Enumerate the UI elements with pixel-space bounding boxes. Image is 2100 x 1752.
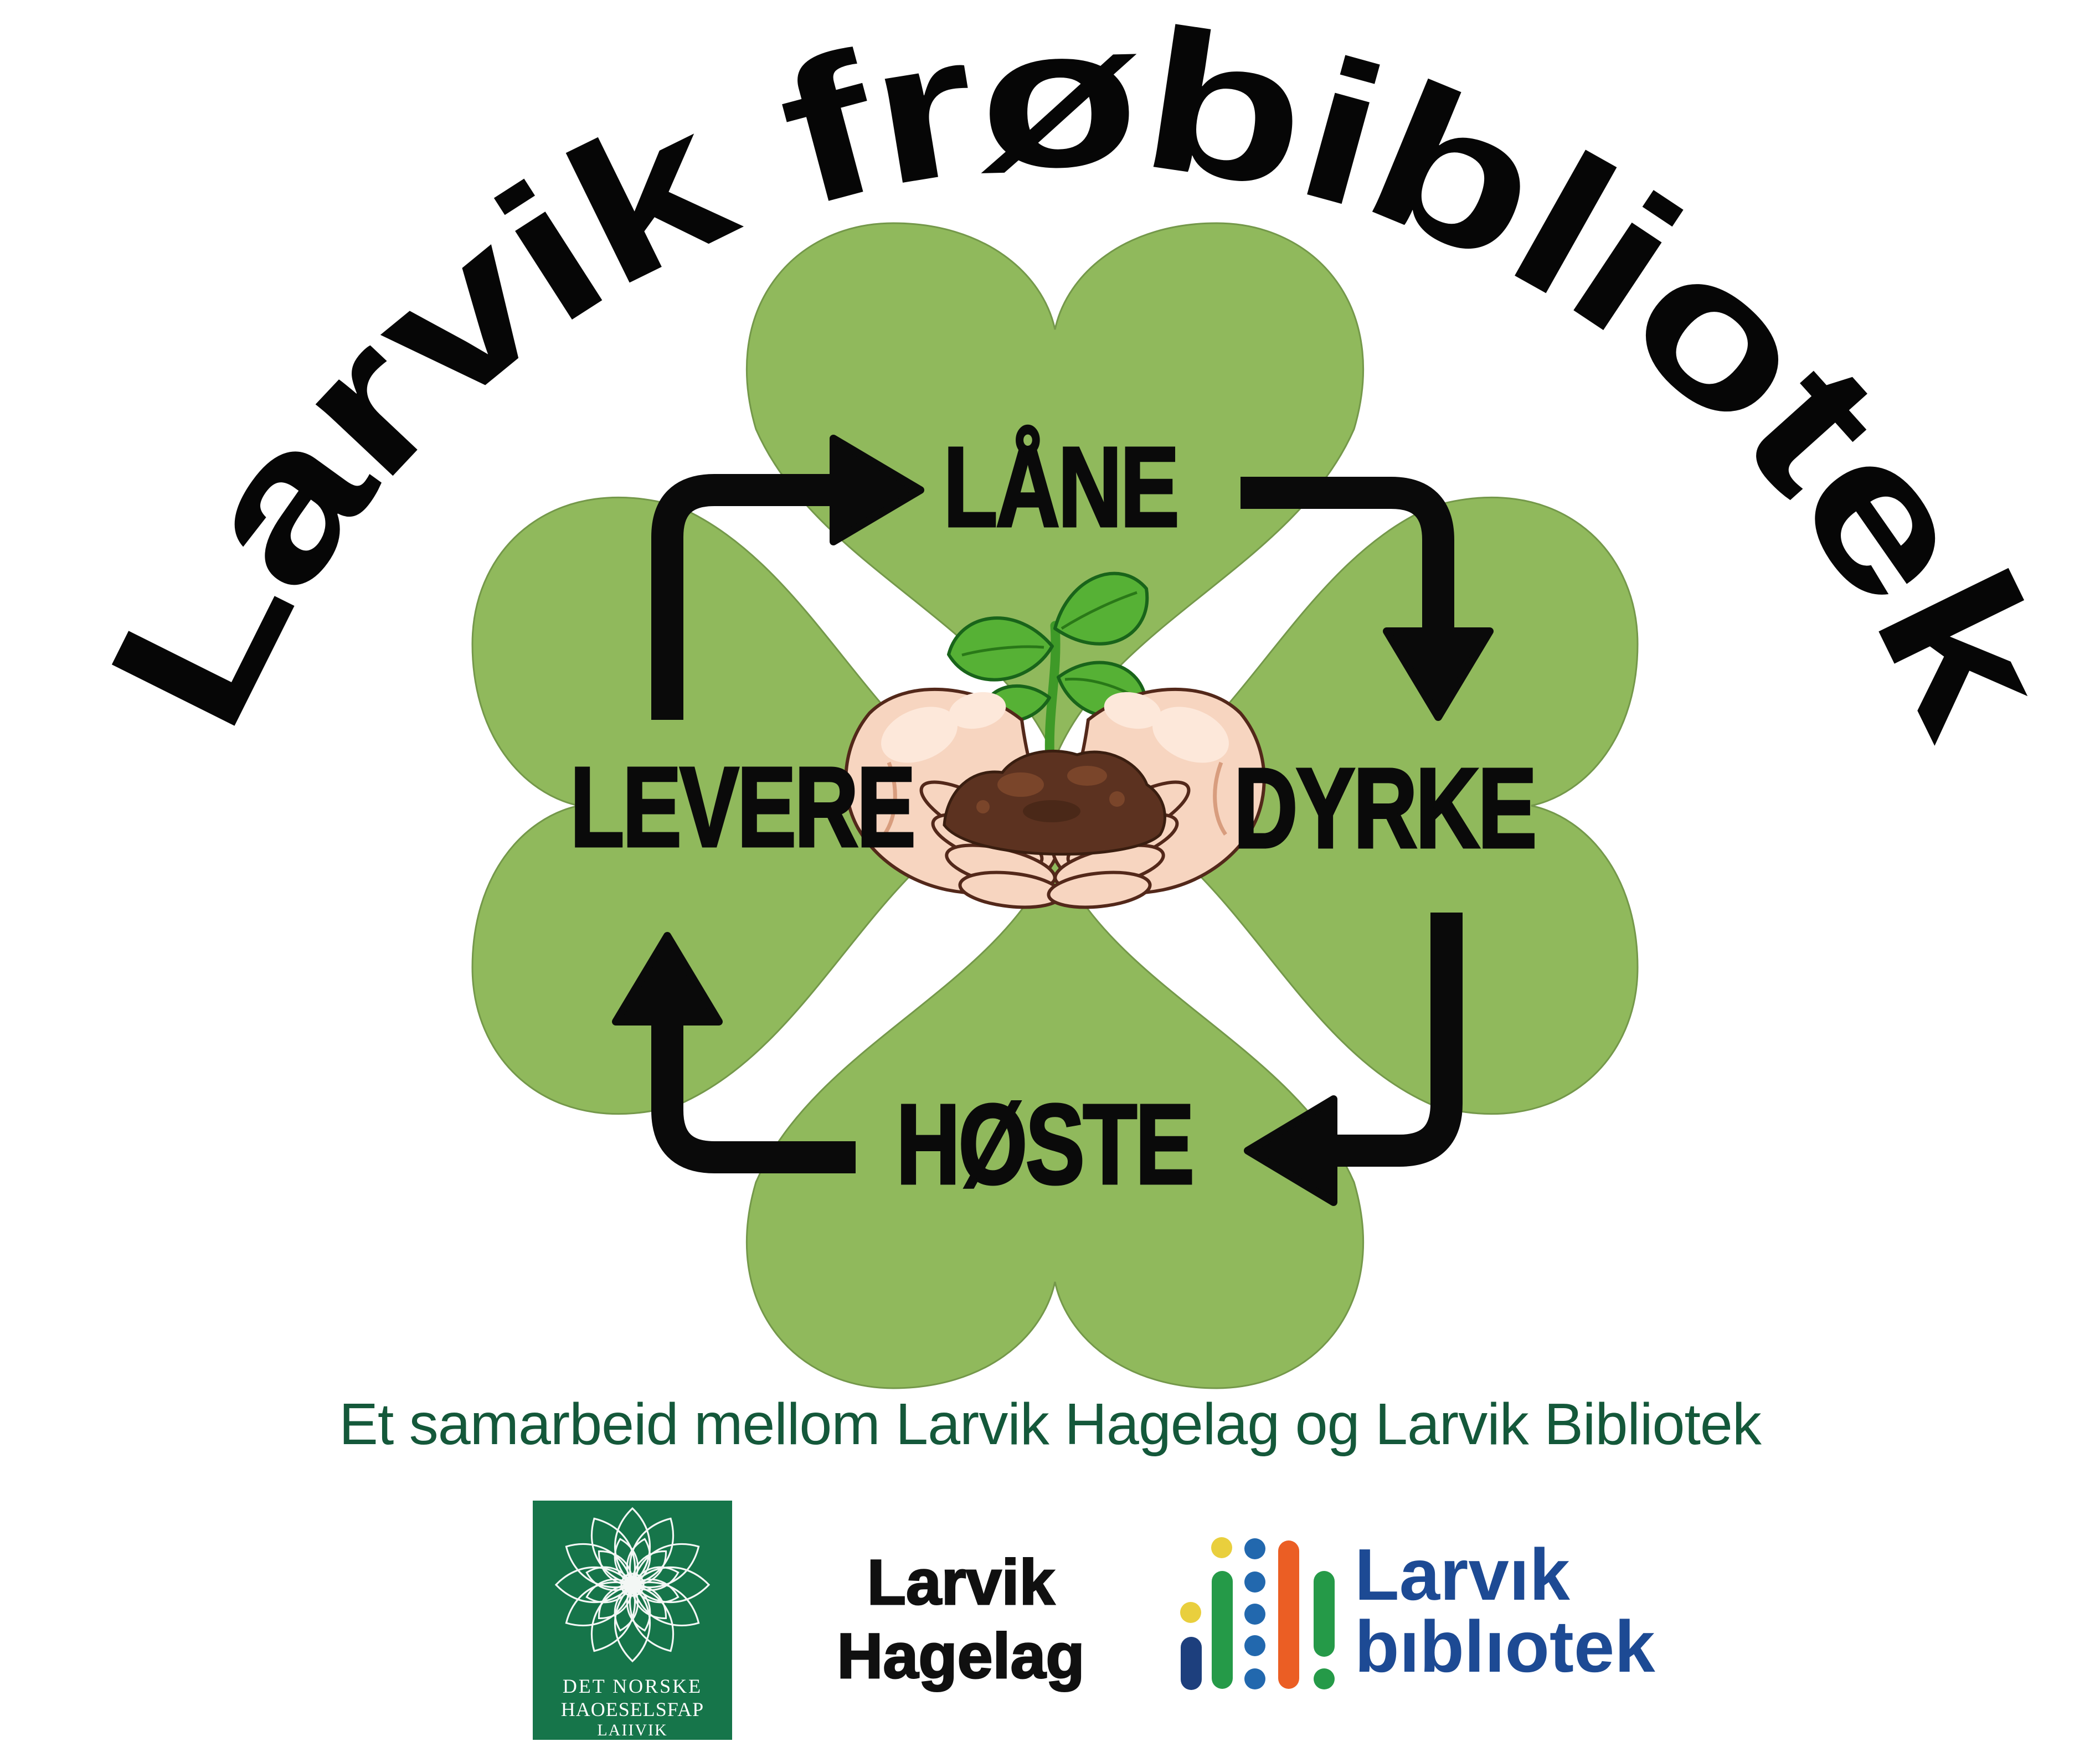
cycle-step-hoste: HØSTE	[895, 1080, 1195, 1209]
arrow-levere-to-lane	[651, 474, 833, 720]
arrowhead-down-icon	[1383, 627, 1494, 721]
emblem-line-1: DET NORSKE	[562, 1675, 703, 1697]
cycle-step-lane: LÅNE	[943, 422, 1181, 552]
partnership-text: Et samarbeid mellom Larvik Hagelag og La…	[339, 1392, 1762, 1457]
cycle-step-dyrke: DYRKE	[1233, 744, 1538, 873]
arrowhead-left-icon	[1244, 1095, 1337, 1206]
hagelag-name-line1: Larvik	[866, 1547, 1056, 1619]
hands-seedling-illustration	[844, 571, 1264, 912]
hagelag-emblem: DET NORSKE HAOESELSFAP LAIIVIK	[533, 1501, 732, 1740]
arrow-hoste-to-levere	[651, 1022, 856, 1173]
arrowhead-right-icon	[830, 435, 924, 545]
cycle-arrows	[651, 474, 1463, 1173]
arrow-dyrke-to-hoste	[1334, 913, 1463, 1167]
bibliotek-name-line1: Larvık	[1355, 1534, 1570, 1615]
bibliotek-name-line2: bıblıotek	[1355, 1606, 1655, 1687]
cycle-arrowheads	[612, 435, 1494, 1206]
cycle-step-levere: LEVERE	[569, 743, 917, 872]
arrow-lane-to-dyrke	[1241, 477, 1454, 631]
hagelag-name-line2: Hagelag	[836, 1620, 1085, 1693]
soil-icon	[943, 749, 1166, 856]
rosette-icon	[555, 1507, 710, 1662]
emblem-line-3: LAIIVIK	[597, 1721, 668, 1739]
arrowhead-up-icon	[612, 932, 723, 1026]
bibliotek-dots-icon	[1180, 1537, 1335, 1690]
emblem-line-2: HAOESELSFAP	[560, 1698, 704, 1720]
